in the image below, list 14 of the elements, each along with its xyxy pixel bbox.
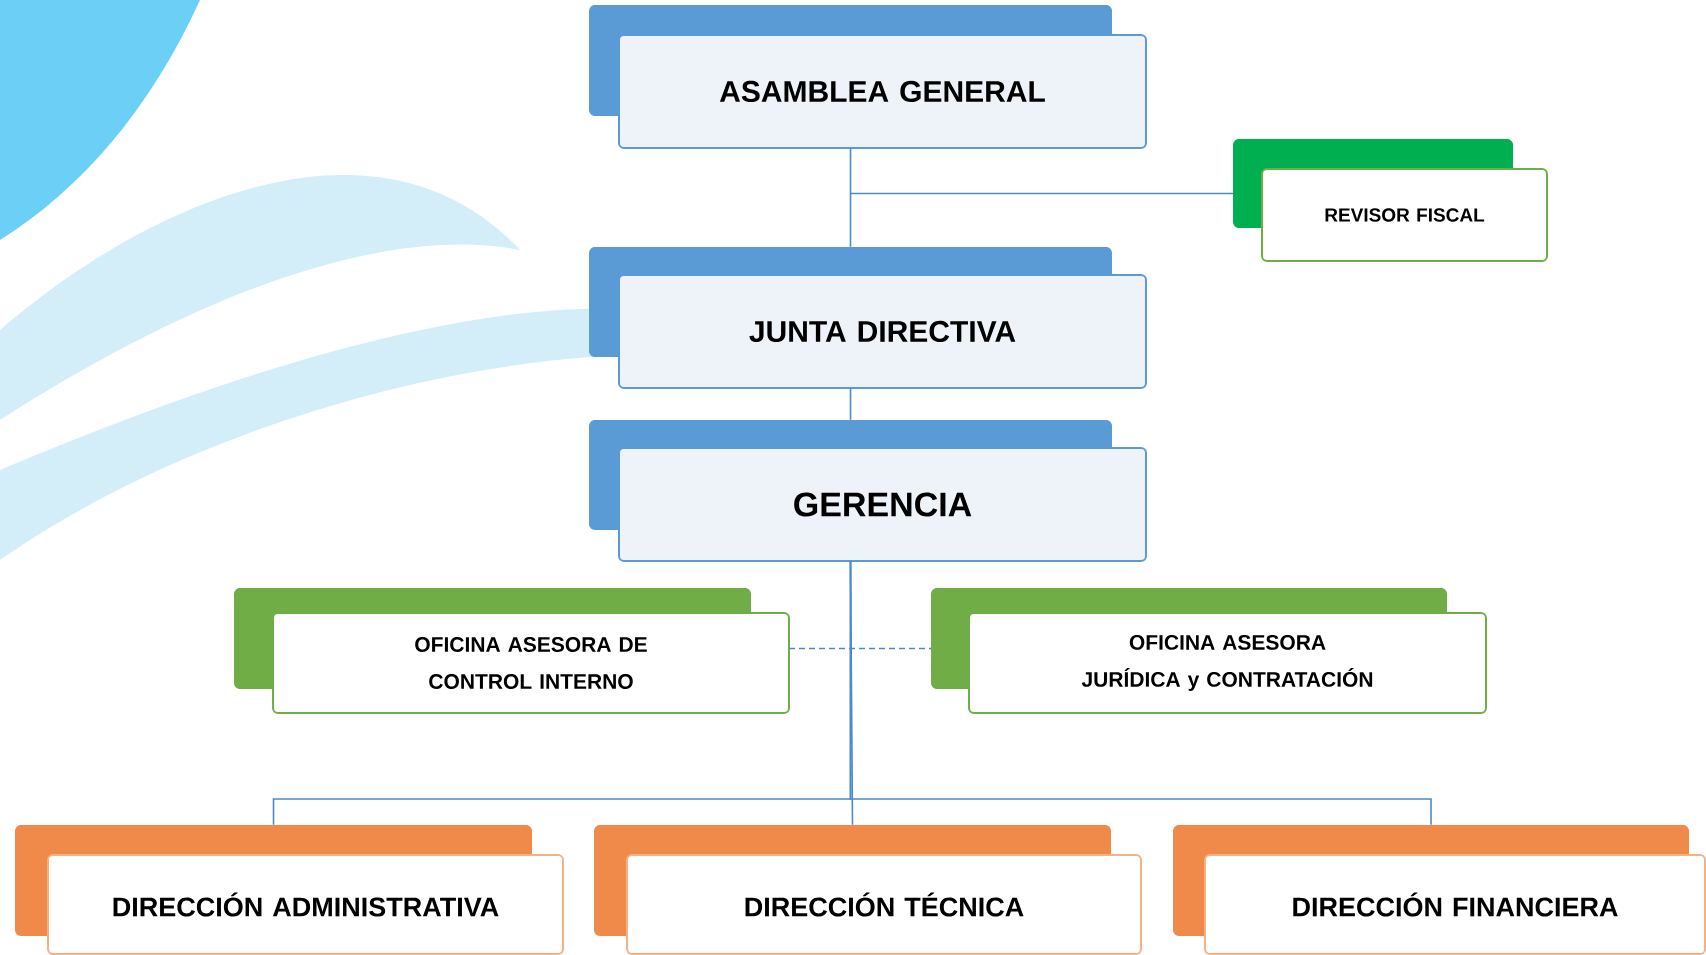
org-box: DIRECCIÓN ADMINISTRATIVA <box>15 825 564 955</box>
connector-line <box>849 387 852 421</box>
org-box: REVISOR FISCAL <box>1233 139 1548 262</box>
org-box: ASAMBLEA GENERAL <box>589 5 1147 149</box>
org-box: JUNTA DIRECTIVA <box>589 247 1147 389</box>
org-box: OFICINA ASESORA DE CONTROL INTERNO <box>234 588 790 714</box>
org-box: OFICINA ASESORA JURÍDICA y CONTRATACIÓN <box>931 588 1487 714</box>
org-box: DIRECCIÓN TÉCNICA <box>594 825 1142 955</box>
org-box: DIRECCIÓN FINANCIERA <box>1173 825 1706 955</box>
connector-line <box>849 560 1432 826</box>
org-box: GERENCIA <box>589 420 1147 562</box>
connector-line <box>788 647 932 650</box>
connector-line <box>849 147 852 248</box>
connector-line <box>849 192 1234 195</box>
